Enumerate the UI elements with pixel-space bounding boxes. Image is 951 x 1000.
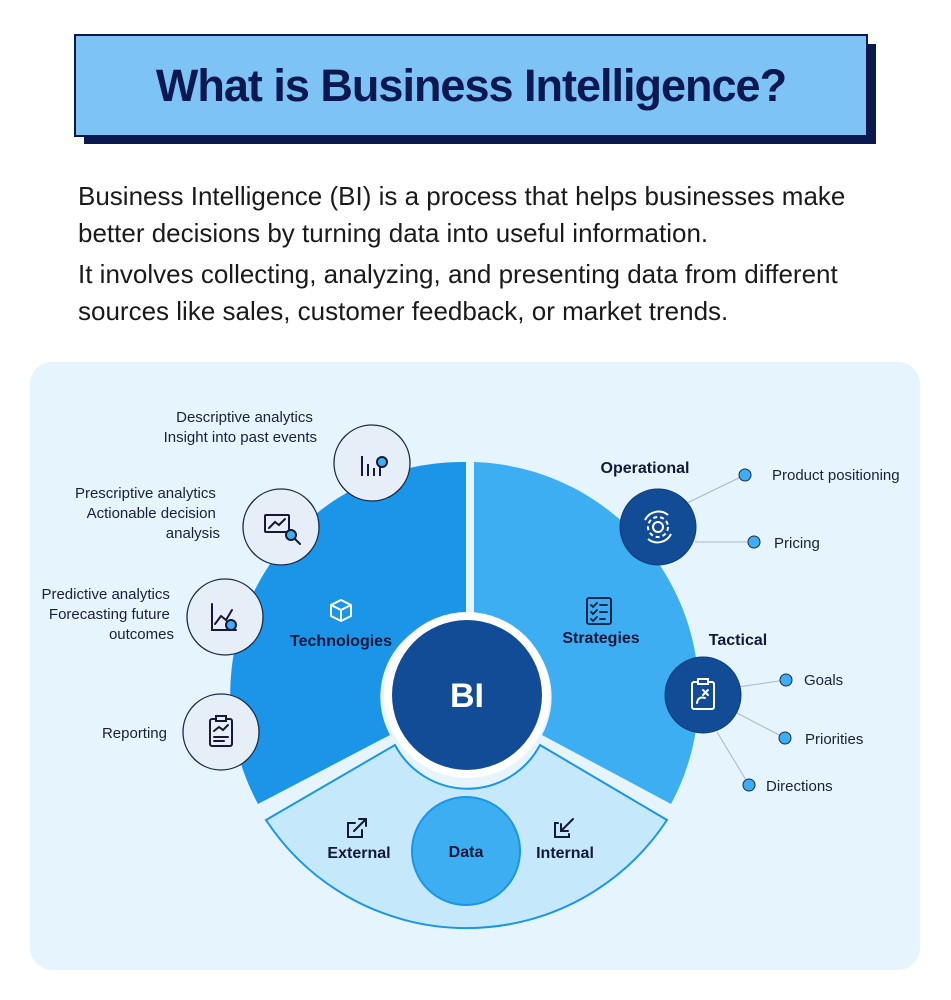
data-circle: [411, 796, 521, 906]
forecast-chart-icon: [211, 603, 237, 631]
page-title: What is Business Intelligence?: [155, 59, 787, 111]
bi-center-circle: [392, 620, 542, 770]
intro-paragraph-2: It involves collecting, analyzing, and p…: [78, 259, 838, 326]
technologies-label: Technologies: [290, 633, 392, 650]
directions-dot: [742, 778, 756, 792]
predictive-analytics-node: [186, 578, 264, 656]
goals-dot: [779, 673, 793, 687]
operational-label: Operational: [601, 460, 690, 477]
operational-node: [619, 488, 697, 566]
priorities-dot: [778, 731, 792, 745]
bar-chart-icon: [361, 456, 388, 476]
descriptive-analytics-label: Descriptive analytics Insight into past …: [164, 409, 317, 446]
tactics-board-icon: [691, 678, 715, 710]
strategies-label: Strategies: [562, 630, 639, 647]
internal-arrow-icon: [554, 818, 574, 838]
priorities-label: Priorities: [805, 731, 863, 748]
gear-icon: [644, 510, 672, 544]
product-positioning-label: Product positioning: [772, 467, 900, 484]
connector-lines: [684, 474, 787, 786]
goals-label: Goals: [804, 672, 843, 689]
predictive-analytics-label: Predictive analytics Forecasting future …: [41, 586, 174, 643]
external-arrow-icon: [347, 818, 367, 838]
intro-paragraph-1: Business Intelligence (BI) is a process …: [78, 181, 846, 248]
bi-center-label: BI: [450, 677, 484, 715]
pricing-dot: [747, 535, 761, 549]
reporting-node: [182, 693, 260, 771]
product-positioning-dot: [738, 468, 752, 482]
tactical-label: Tactical: [709, 632, 767, 649]
tactical-node: [664, 656, 742, 734]
magnifier-chart-icon: [264, 514, 301, 545]
prescriptive-analytics-node: [242, 488, 320, 566]
cube-icon: [330, 599, 352, 622]
pricing-label: Pricing: [774, 535, 820, 552]
clipboard-chart-icon: [209, 715, 233, 747]
title-banner: What is Business Intelligence?: [74, 34, 868, 137]
external-label: External: [327, 845, 390, 862]
checklist-icon: [586, 597, 612, 625]
data-label: Data: [449, 844, 484, 861]
descriptive-analytics-node: [333, 424, 411, 502]
internal-label: Internal: [536, 845, 594, 862]
reporting-label: Reporting: [102, 725, 167, 742]
prescriptive-analytics-label: Prescriptive analytics Actionable decisi…: [75, 485, 220, 542]
directions-label: Directions: [766, 778, 833, 795]
